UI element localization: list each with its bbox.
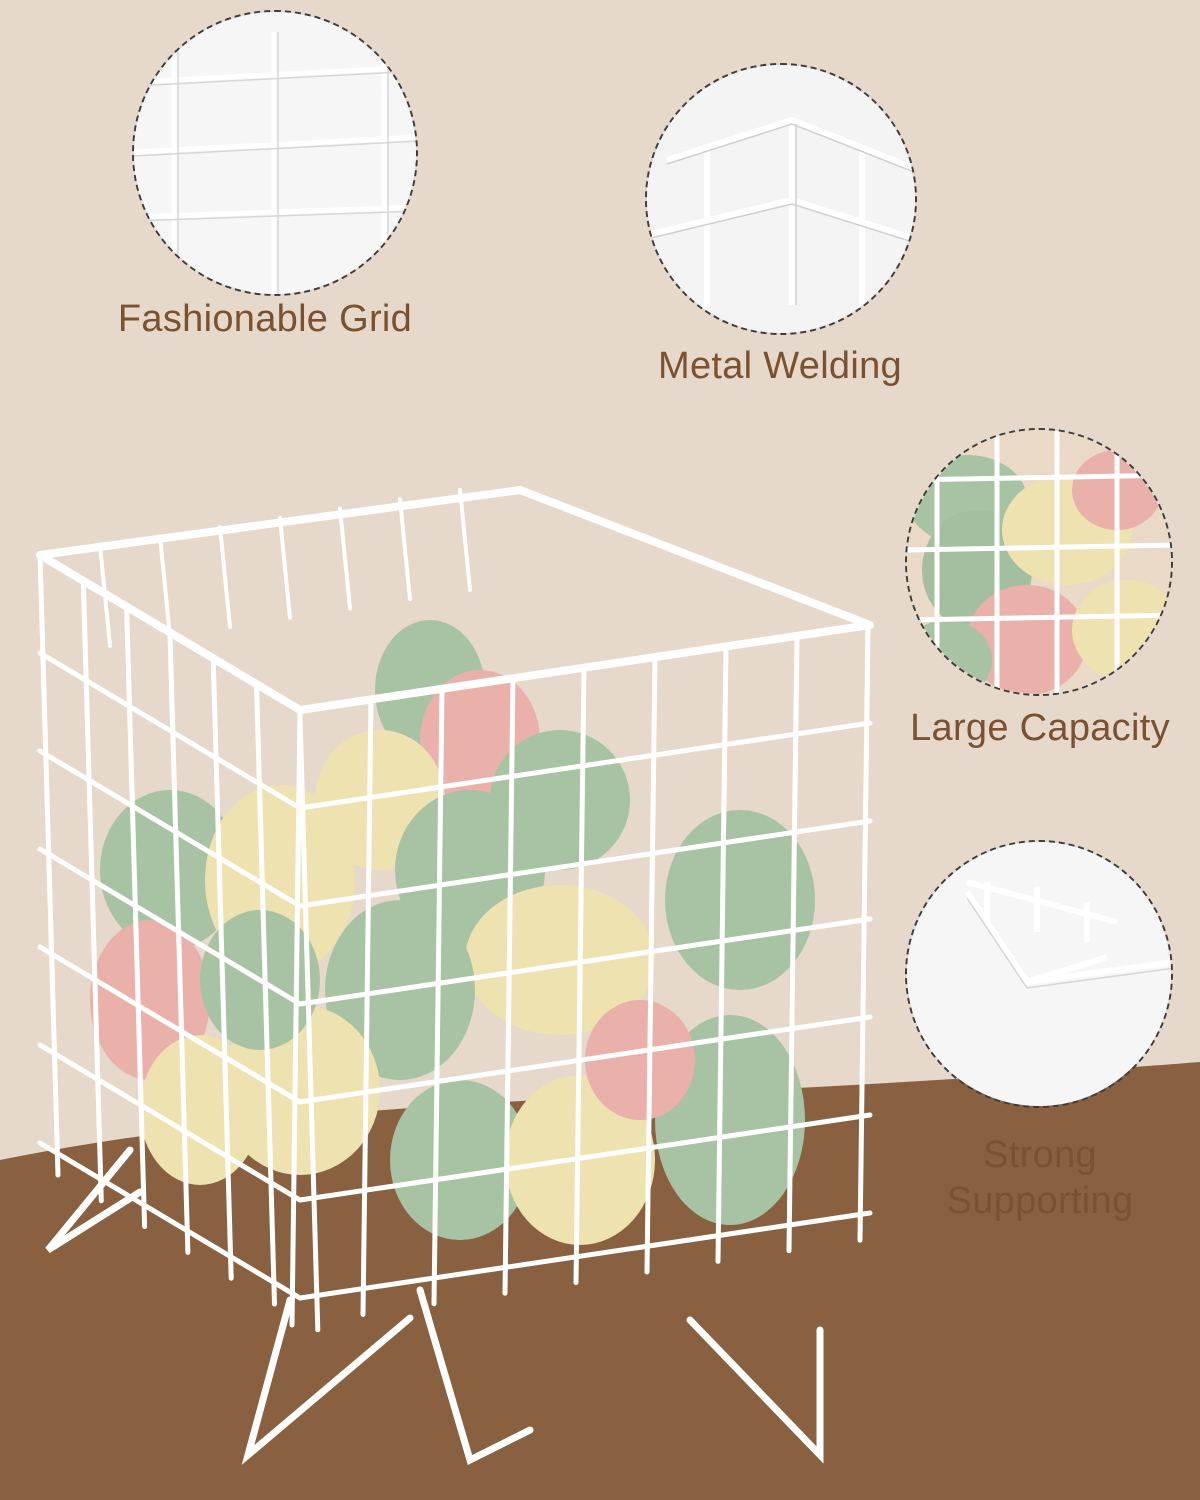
basket-wire — [857, 622, 871, 1243]
coffee-pod — [140, 1035, 260, 1185]
grid-closeup-circle — [132, 10, 418, 296]
basket-wire — [297, 916, 873, 1007]
basket-wire — [297, 1112, 873, 1203]
basket-legs — [45, 1146, 824, 1466]
basket-wire — [37, 846, 303, 1007]
leg-closeup-icon — [907, 842, 1171, 1106]
basket-wire — [398, 497, 412, 602]
basket-wire — [297, 818, 873, 909]
basket-wire — [218, 525, 232, 630]
basket-wire — [37, 1140, 303, 1301]
basket-wire — [573, 665, 587, 1286]
coffee-pod — [465, 885, 655, 1035]
basket-wire — [516, 486, 874, 629]
capacity-closeup-circle — [905, 428, 1173, 696]
pods-closeup-icon — [907, 430, 1171, 694]
basket-wire — [278, 515, 292, 620]
basket-wires — [36, 486, 874, 1333]
support-closeup-circle — [905, 840, 1173, 1108]
grid-closeup-icon — [134, 12, 416, 294]
basket-wire — [786, 633, 800, 1254]
basket-wire — [297, 1210, 873, 1301]
basket-wire — [289, 707, 303, 1328]
basket-wire — [167, 629, 191, 1255]
welding-closeup-circle — [645, 63, 917, 335]
feature-label-support: Strong Supporting — [890, 1132, 1190, 1224]
basket-wire — [297, 720, 873, 811]
coffee-pod — [585, 1000, 695, 1120]
feature-label-grid: Fashionable Grid — [117, 298, 413, 340]
basket-wire — [37, 552, 61, 1178]
feature-label-welding: Metal Welding — [658, 345, 902, 387]
basket-wire — [502, 675, 516, 1296]
basket-wire — [37, 650, 303, 811]
basket-wire — [124, 604, 148, 1230]
basket-wire — [37, 1042, 303, 1203]
basket-wire — [254, 681, 277, 1307]
basket-wire — [158, 534, 172, 639]
basket-wire — [715, 643, 729, 1264]
basket-wire — [360, 696, 374, 1317]
basket-wire — [37, 748, 303, 909]
weld-corner-closeup-icon — [647, 65, 915, 333]
basket-wire — [338, 506, 352, 611]
basket-wire — [210, 655, 234, 1281]
feature-label-support-line2: Supporting — [946, 1180, 1134, 1222]
basket-wire — [37, 944, 303, 1105]
basket-wire — [297, 1014, 873, 1105]
feature-label-support-line1: Strong — [983, 1134, 1097, 1176]
basket-wire — [458, 487, 472, 592]
basket-wire — [644, 654, 658, 1275]
basket-wire — [80, 578, 104, 1204]
basket-wire — [431, 686, 445, 1307]
wire-basket — [36, 486, 874, 1466]
basket-wire — [98, 543, 112, 648]
basket-wire — [297, 707, 321, 1333]
coffee-pod — [390, 1080, 530, 1240]
feature-label-capacity: Large Capacity — [910, 707, 1170, 749]
